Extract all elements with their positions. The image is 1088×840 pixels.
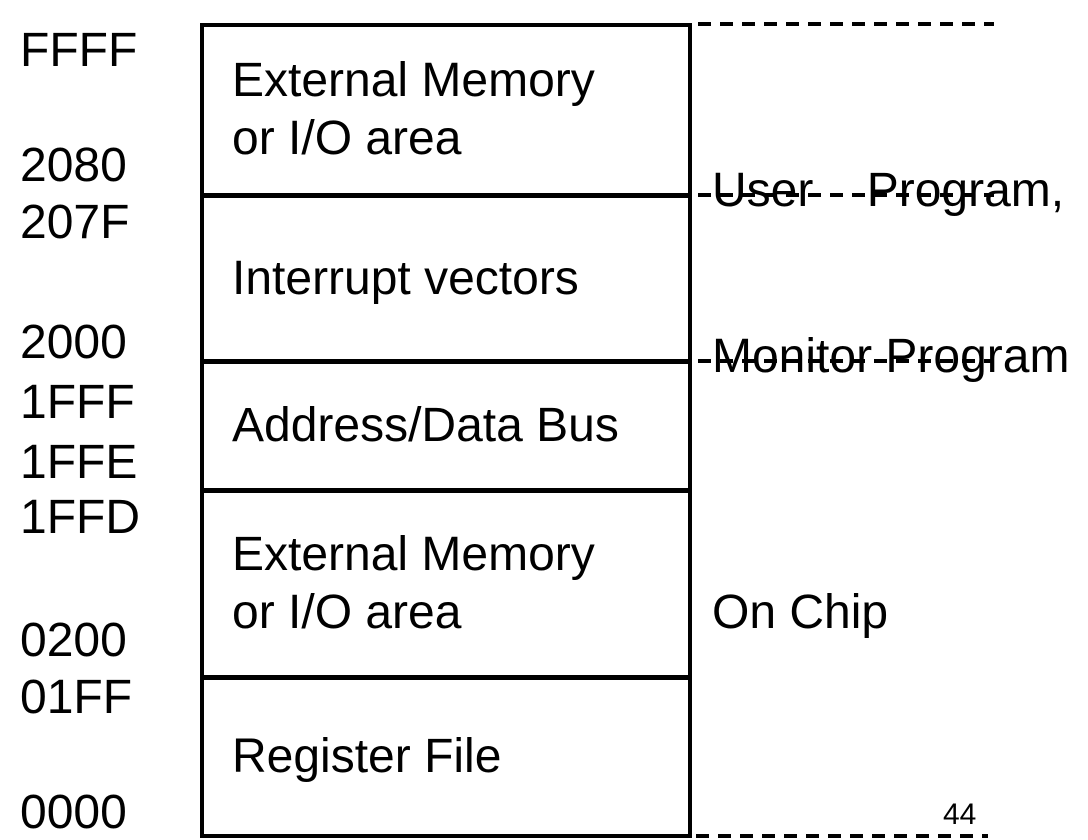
- section-label: Interrupt vectors: [232, 250, 579, 308]
- section-address-data-bus: Address/Data Bus: [204, 364, 688, 493]
- address-label-2000: 2000: [20, 316, 127, 369]
- annotation-line: User Program,: [712, 164, 1065, 217]
- dashed-line-2080-boundary: [698, 193, 994, 197]
- annotation-on-chip: On Chip: [712, 586, 889, 639]
- section-label-line: Register File: [232, 730, 502, 783]
- section-external-memory-bottom: External Memory or I/O area: [204, 493, 688, 680]
- section-label: External Memory or I/O area: [232, 52, 595, 168]
- section-interrupt-vectors: Interrupt vectors: [204, 198, 688, 364]
- annotation-line: Monitor Program: [712, 330, 1070, 383]
- address-label-01ff: 01FF: [20, 671, 133, 724]
- address-label-2080: 2080: [20, 139, 127, 192]
- page-number: 44: [943, 798, 977, 831]
- address-label-0000: 0000: [20, 786, 127, 839]
- section-label-line: External Memory: [232, 528, 595, 581]
- section-label-line: or I/O area: [232, 112, 462, 165]
- section-label: External Memory or I/O area: [232, 526, 595, 642]
- address-label-0200: 0200: [20, 614, 127, 667]
- memory-map-box: External Memory or I/O area Interrupt ve…: [200, 23, 692, 838]
- section-label-line: Interrupt vectors: [232, 251, 579, 305]
- section-register-file: Register File: [204, 680, 688, 834]
- address-label-ffff: FFFF: [20, 24, 138, 77]
- section-external-memory-top: External Memory or I/O area: [204, 27, 688, 198]
- address-label-207f: 207F: [20, 196, 130, 249]
- dashed-line-2000-boundary: [698, 359, 994, 363]
- section-label: Address/Data Bus: [232, 397, 619, 455]
- address-label-1ffe: 1FFE: [20, 436, 138, 489]
- section-label-line: Address/Data Bus: [232, 399, 619, 452]
- annotation-user-program: User Program, Monitor Program: [712, 53, 1069, 495]
- section-label-line: or I/O area: [232, 586, 462, 639]
- dashed-line-top: [698, 22, 994, 26]
- dashed-line-bottom: [696, 834, 988, 838]
- section-label-line: External Memory: [232, 54, 595, 107]
- section-label: Register File: [232, 728, 501, 786]
- address-label-1ffd: 1FFD: [20, 491, 140, 544]
- address-label-1fff: 1FFF: [20, 376, 135, 429]
